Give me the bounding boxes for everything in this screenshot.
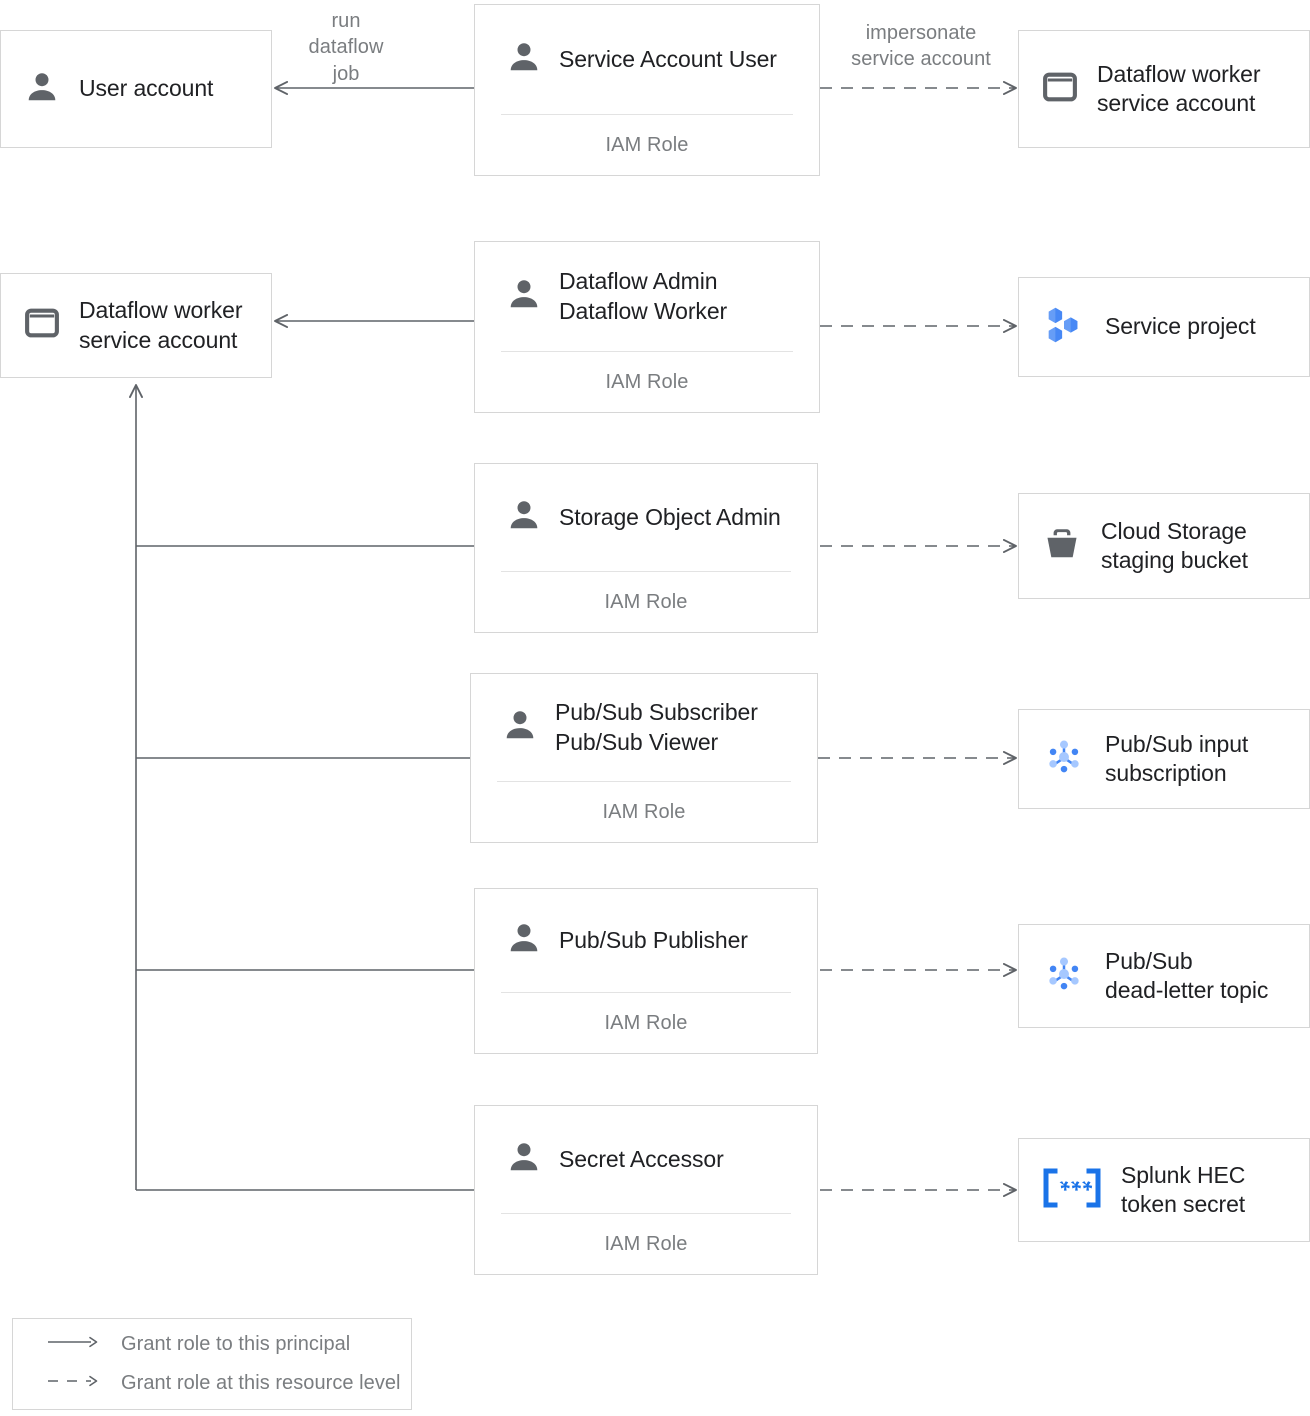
role-card-secret-accessor[interactable]: Secret Accessor IAM Role bbox=[474, 1105, 818, 1275]
person-icon bbox=[501, 706, 539, 749]
role-card-secret-accessor-roles: Secret Accessor bbox=[559, 1145, 724, 1172]
role-card-service-account-user-top: Service Account User bbox=[475, 5, 819, 114]
role-card-pubsub-subscriber-viewer-top: Pub/Sub Subscriber Pub/Sub Viewer bbox=[471, 674, 817, 781]
role-card-pubsub-subscriber-viewer[interactable]: Pub/Sub Subscriber Pub/Sub Viewer IAM Ro… bbox=[470, 673, 818, 843]
person-icon bbox=[505, 275, 543, 318]
resource-cloud-storage-staging-bucket-label: Cloud Storage staging bucket bbox=[1101, 517, 1248, 573]
project-hexagons-icon bbox=[1041, 302, 1087, 353]
person-icon bbox=[505, 496, 543, 539]
role-card-storage-object-admin[interactable]: Storage Object Admin IAM Role bbox=[474, 463, 818, 633]
principal-user-account-label: User account bbox=[79, 75, 214, 102]
resource-splunk-hec-token-secret-label: Splunk HEC token secret bbox=[1121, 1161, 1246, 1217]
person-icon bbox=[505, 38, 543, 81]
resource-dataflow-worker-service-account-label: Dataflow worker service account bbox=[1097, 60, 1261, 116]
pubsub-icon bbox=[1041, 951, 1087, 1002]
role-card-divider bbox=[501, 351, 793, 352]
service-account-icon bbox=[1041, 68, 1079, 111]
role-card-storage-object-admin-roles: Storage Object Admin bbox=[559, 503, 781, 530]
role-card-dataflow-admin-worker[interactable]: Dataflow Admin Dataflow Worker IAM Role bbox=[474, 241, 820, 413]
solid-arrow-icon bbox=[47, 1335, 99, 1354]
person-icon bbox=[23, 68, 61, 111]
resource-pubsub-dead-letter-topic-label: Pub/Sub dead-letter topic bbox=[1105, 947, 1269, 1003]
legend-item-grant-role-resource-label: Grant role at this resource level bbox=[121, 1372, 401, 1394]
resource-dataflow-worker-service-account[interactable]: Dataflow worker service account bbox=[1018, 30, 1310, 148]
edge-label-impersonate-service-account: impersonate service account bbox=[851, 22, 991, 71]
role-card-pubsub-publisher-roles: Pub/Sub Publisher bbox=[559, 926, 748, 953]
role-card-secret-accessor-footer: IAM Role bbox=[604, 1232, 688, 1255]
pubsub-icon bbox=[1041, 734, 1087, 785]
role-card-pubsub-subscriber-viewer-footer: IAM Role bbox=[602, 800, 686, 823]
storage-bucket-icon bbox=[1041, 523, 1083, 570]
role-card-pubsub-publisher[interactable]: Pub/Sub Publisher IAM Role bbox=[474, 888, 818, 1054]
secret-manager-icon bbox=[1041, 1165, 1103, 1216]
principal-user-account[interactable]: User account bbox=[0, 30, 272, 148]
dashed-arrow-icon bbox=[47, 1374, 99, 1393]
principal-dataflow-worker-service-account-label: Dataflow worker service account bbox=[79, 297, 243, 353]
resource-service-project[interactable]: Service project bbox=[1018, 277, 1310, 377]
role-card-dataflow-admin-worker-footer: IAM Role bbox=[605, 370, 689, 393]
role-card-dataflow-admin-worker-roles: Dataflow Admin Dataflow Worker bbox=[559, 268, 728, 324]
resource-splunk-hec-token-secret[interactable]: Splunk HEC token secret bbox=[1018, 1138, 1310, 1242]
legend-item-grant-role-resource: Grant role at this resource level bbox=[47, 1372, 411, 1395]
legend: Grant role to this principal Grant role … bbox=[12, 1318, 412, 1410]
resource-pubsub-dead-letter-topic[interactable]: Pub/Sub dead-letter topic bbox=[1018, 924, 1310, 1028]
role-card-pubsub-publisher-footer: IAM Role bbox=[604, 1011, 688, 1034]
role-card-divider bbox=[497, 781, 791, 782]
person-icon bbox=[505, 1138, 543, 1181]
resource-service-project-label: Service project bbox=[1105, 313, 1256, 340]
role-card-service-account-user-roles: Service Account User bbox=[559, 45, 777, 72]
role-card-storage-object-admin-top: Storage Object Admin bbox=[475, 464, 817, 571]
role-card-dataflow-admin-worker-top: Dataflow Admin Dataflow Worker bbox=[475, 242, 819, 351]
person-icon bbox=[505, 919, 543, 962]
resource-pubsub-input-subscription[interactable]: Pub/Sub input subscription bbox=[1018, 709, 1310, 809]
resource-cloud-storage-staging-bucket[interactable]: Cloud Storage staging bucket bbox=[1018, 493, 1310, 599]
role-card-divider bbox=[501, 571, 791, 572]
role-card-pubsub-subscriber-viewer-roles: Pub/Sub Subscriber Pub/Sub Viewer bbox=[555, 699, 758, 755]
resource-pubsub-input-subscription-label: Pub/Sub input subscription bbox=[1105, 730, 1249, 786]
legend-item-grant-role-principal: Grant role to this principal bbox=[47, 1333, 411, 1356]
role-card-divider bbox=[501, 992, 791, 993]
legend-item-grant-role-principal-label: Grant role to this principal bbox=[121, 1333, 351, 1355]
role-card-divider bbox=[501, 1213, 791, 1214]
role-card-divider bbox=[501, 114, 793, 115]
edge-label-run-dataflow-job: run dataflow job bbox=[308, 10, 384, 85]
role-card-pubsub-publisher-top: Pub/Sub Publisher bbox=[475, 889, 817, 992]
role-card-service-account-user[interactable]: Service Account User IAM Role bbox=[474, 4, 820, 176]
principal-dataflow-worker-service-account[interactable]: Dataflow worker service account bbox=[0, 273, 272, 378]
role-card-service-account-user-footer: IAM Role bbox=[605, 133, 689, 156]
role-card-storage-object-admin-footer: IAM Role bbox=[604, 590, 688, 613]
service-account-icon bbox=[23, 304, 61, 347]
role-card-secret-accessor-top: Secret Accessor bbox=[475, 1106, 817, 1213]
